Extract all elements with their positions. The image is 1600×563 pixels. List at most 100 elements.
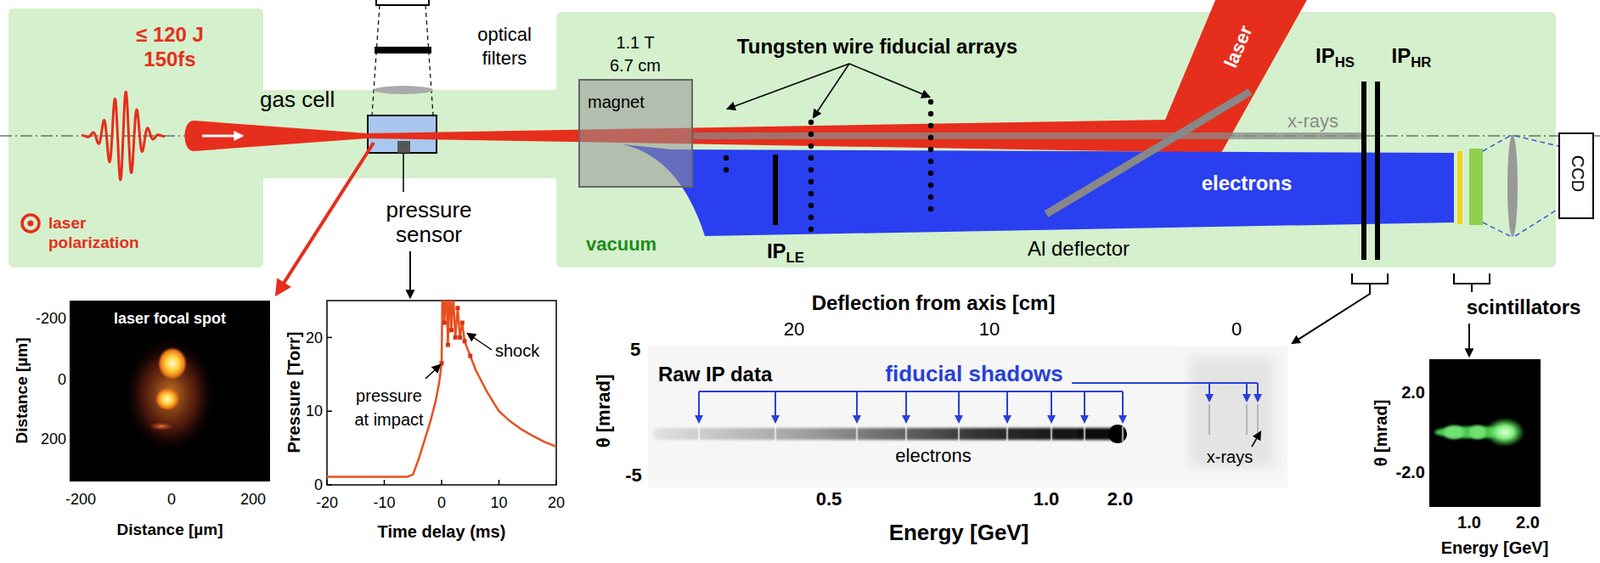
- text-holder: -10: [372, 494, 395, 513]
- raw-ip-image: [698, 426, 1123, 442]
- text-holder: Distance [µm]: [117, 520, 224, 540]
- label-main: IP: [1315, 44, 1336, 68]
- tick-label: 0: [437, 494, 446, 513]
- text-holder: Deflection from axis [cm]: [811, 291, 1056, 316]
- image-plate: [1374, 81, 1381, 260]
- text-holder: shock: [495, 341, 540, 361]
- callout-arrow: [1006, 391, 1009, 423]
- focal-spot-image: [155, 388, 180, 411]
- subscript: HR: [1410, 54, 1431, 71]
- text-holder: 2.0: [1107, 488, 1134, 510]
- fiducial-wire: [928, 194, 934, 200]
- tick-label: 10: [979, 318, 1000, 340]
- data-point: [445, 343, 451, 348]
- axis-tick: [326, 484, 333, 486]
- bracket: [1292, 283, 1370, 344]
- optical-filter-assembly: [374, 46, 432, 54]
- tick-label: 0: [167, 490, 176, 509]
- scintillator-image: [1469, 425, 1487, 440]
- data-point: [467, 354, 473, 359]
- text-holder: 1.0: [1457, 512, 1482, 533]
- vacuum-chamber: vacuum1.1 T 6.7 cmmagnet: [556, 11, 1556, 268]
- callout-arrow: [1256, 383, 1259, 401]
- leader-arrow: [727, 63, 930, 118]
- focal-spot-image: [146, 421, 177, 432]
- tick-label: 1.0: [1457, 512, 1482, 533]
- text-holder: θ [mrad]: [1371, 400, 1392, 468]
- fiducial-shadow: [1050, 426, 1054, 442]
- spec-label: 1.1 T 6.7 cm: [609, 33, 661, 75]
- tick-label: 200: [240, 490, 266, 509]
- text-holder: Tungsten wire fiducial arrays: [737, 34, 1018, 59]
- x-ray-shadow: [1256, 404, 1259, 435]
- part-label: Al deflector: [1027, 236, 1130, 261]
- x-ray-shadow: [1245, 404, 1248, 435]
- text-holder: 20: [783, 318, 805, 340]
- light-path: [1515, 208, 1559, 237]
- raw-ip-image: [1209, 404, 1258, 435]
- optical-filter-assembly: [376, 0, 429, 6]
- bracket: [1352, 273, 1388, 284]
- lens: [1507, 135, 1518, 237]
- image-plate: [1361, 81, 1367, 260]
- overlay-layer: [579, 79, 693, 187]
- text-holder: 5: [630, 338, 641, 361]
- fiducial-wire: [808, 167, 814, 173]
- callout-arrow: [1245, 383, 1248, 401]
- part-label: laser polarization: [48, 214, 140, 252]
- pressure-curve: [326, 300, 557, 477]
- text-holder: vacuum: [585, 233, 657, 255]
- leader-arrow: [813, 63, 850, 118]
- callout-arrow: [1083, 391, 1086, 423]
- scintillator-image: [1434, 418, 1524, 446]
- fiducial-wire: [928, 206, 934, 212]
- callout-arrow: [1121, 391, 1124, 423]
- text-holder: Energy [GeV]: [889, 520, 1030, 547]
- text-holder: 2.0: [1401, 383, 1426, 403]
- focal-spot-panel: laser focal spot: [69, 300, 271, 482]
- text-holder: Time delay (ms): [377, 522, 507, 542]
- axis-title: Pressure [Torr]: [284, 331, 305, 453]
- tick-label: 200: [40, 430, 67, 449]
- direction-arrow: [202, 135, 243, 138]
- fiducial-wire: [808, 143, 814, 149]
- axis-title: θ [mrad]: [592, 374, 615, 448]
- tick-label: -10: [372, 494, 395, 513]
- focal-spot-image: [123, 335, 217, 455]
- text-holder: 200: [40, 430, 67, 449]
- raw-ip-image: [1251, 432, 1261, 447]
- tick-label: 2.0: [1107, 488, 1134, 510]
- data-point: [457, 335, 462, 340]
- text-holder: electrons: [1201, 171, 1293, 196]
- polarization-symbol: [22, 214, 40, 232]
- tick-label: 0: [314, 476, 323, 495]
- fiducial-shadow: [905, 426, 908, 442]
- fiducial-wire: [928, 99, 934, 105]
- callout-arrow: [698, 390, 1123, 393]
- tick-label: 10: [305, 402, 323, 421]
- ccd-box: CCD: [1558, 132, 1595, 220]
- pressure-sensor-box: [402, 152, 405, 192]
- image-label: electrons: [895, 445, 971, 467]
- tick-label: 0: [57, 371, 67, 389]
- raw-ip-image: [1108, 424, 1127, 444]
- fiducial-wire: [808, 155, 814, 161]
- tick-label: 10: [490, 494, 508, 513]
- beam-label: laser: [1219, 22, 1257, 71]
- fiducial-wire: [928, 158, 934, 164]
- data-point: [460, 321, 465, 326]
- fiducial-wire: [808, 202, 814, 209]
- part-label: pressure sensor: [385, 197, 472, 248]
- fiducial-wire: [723, 167, 729, 173]
- al-deflector: [1046, 91, 1251, 215]
- annotation: pressure at impact: [354, 386, 423, 429]
- light-path: [1515, 135, 1559, 147]
- pressure-sensor-box: [397, 140, 411, 153]
- bracket: [1292, 273, 1490, 356]
- leader-arrow: [849, 63, 930, 97]
- scintillator: [1469, 148, 1483, 226]
- text-holder: IPLE: [766, 239, 805, 264]
- fiducial-shadow: [1006, 426, 1009, 442]
